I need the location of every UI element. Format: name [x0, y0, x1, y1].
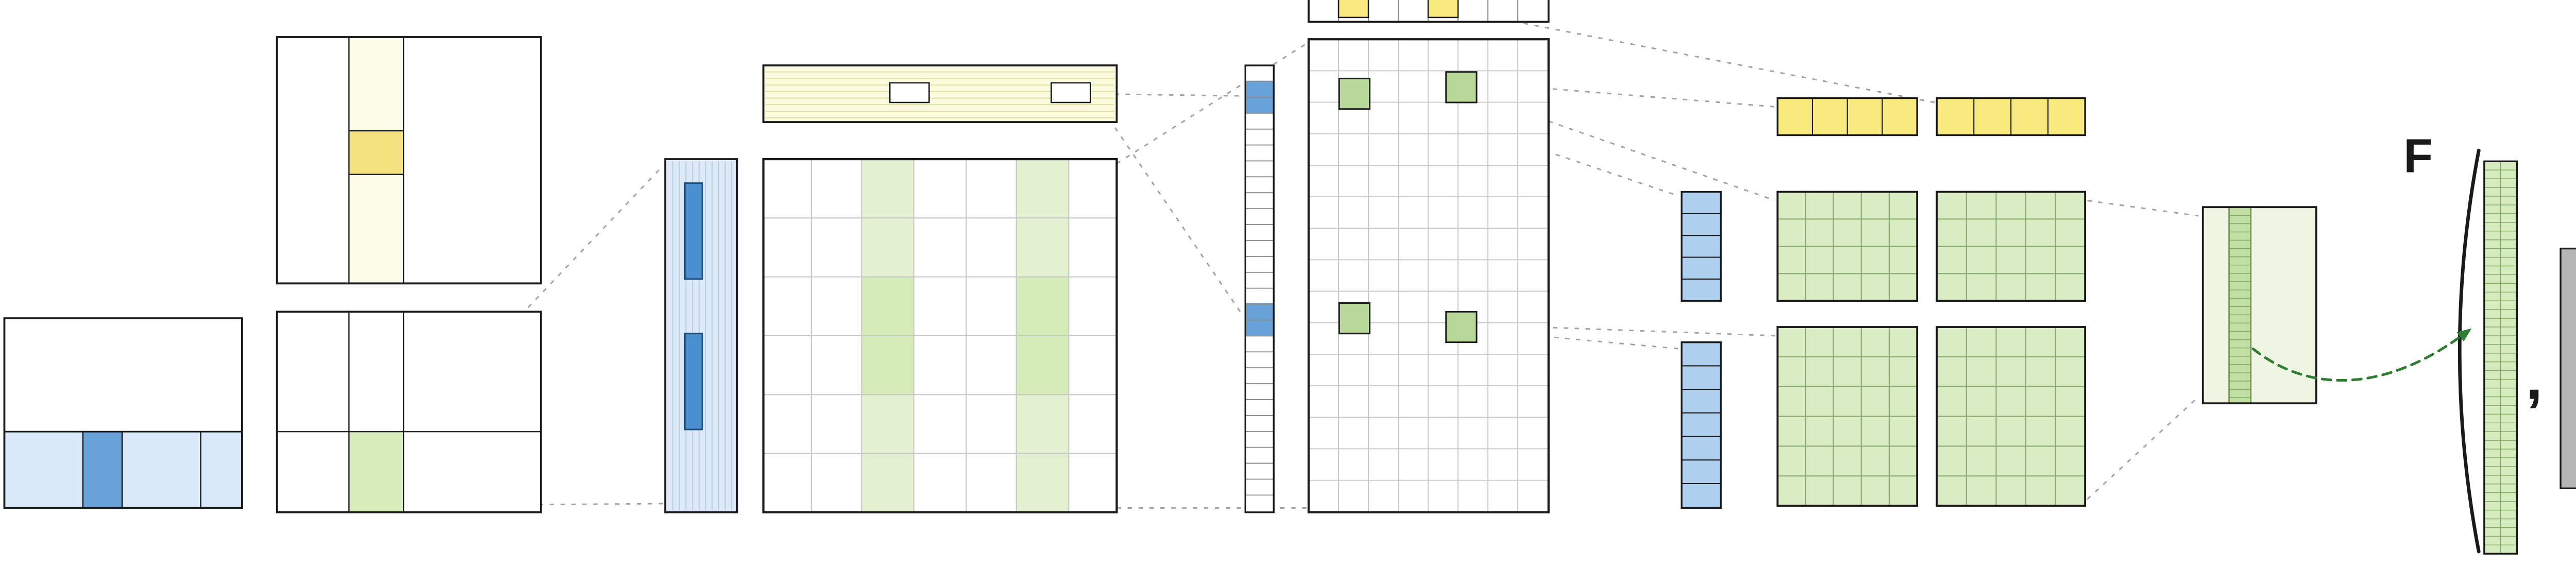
zoom-line-b1: [929, 91, 1244, 97]
block-strip-bar-bottom: [684, 333, 703, 430]
fine-matrix-border: [1307, 38, 1550, 513]
result-matrix-border: [3, 317, 243, 509]
fine-matrix-cell-4: [1445, 311, 1478, 343]
yellow-vector-1-border: [1776, 97, 1918, 136]
result-block-row: [4, 432, 242, 508]
operand-gray: [2560, 247, 2576, 490]
fine-matrix-cell-2: [1445, 71, 1478, 104]
green-grid-3-border: [1776, 326, 1919, 507]
map-arrow-green: [2251, 332, 2466, 382]
accumulator-column: [2229, 207, 2251, 404]
row-vector-b-border: [762, 64, 1118, 124]
top-row-vector-yellow-1: [1337, 0, 1369, 19]
matrix-b-bg: [277, 37, 541, 284]
fine-matrix-cell-3: [1338, 302, 1371, 335]
fine-matrix-cell-1: [1338, 77, 1371, 110]
matrix-a-bg: [277, 312, 541, 512]
column-vector-bg: [1245, 65, 1274, 512]
green-grid-4-border: [1936, 326, 2087, 507]
operand-green-border: [2483, 160, 2518, 555]
column-vector-blue-2: [1245, 303, 1274, 336]
yellow-vector-2-border: [1936, 97, 2086, 136]
zoom-line-b2: [1090, 91, 1244, 317]
sub-vector-1-bg: [1681, 192, 1721, 301]
block-matrix-border: [762, 158, 1118, 513]
green-grid-2-border: [1936, 191, 2087, 302]
row-vector-b-cell-2: [1050, 82, 1091, 104]
map-arrow-green-head: [2456, 328, 2472, 341]
sub-vector-2-border: [1681, 341, 1722, 509]
block-strip-border: [664, 158, 738, 513]
sub-vector-1-border: [1681, 191, 1722, 302]
sub-vector-2-bg: [1681, 342, 1721, 508]
matrix-a-border: [276, 311, 542, 513]
comma-1: ,: [2526, 344, 2543, 412]
accumulator-border: [2201, 206, 2317, 405]
row-vector-b-cell-1: [889, 82, 930, 104]
zoom-line-c4: [1476, 95, 1776, 201]
zoom-line-c6: [1459, 10, 1935, 104]
left-paren: [2458, 148, 2481, 554]
top-row-vector-yellow-2: [1427, 0, 1459, 19]
top-row-vector-border: [1308, 0, 1550, 23]
accumulator-bg: [2202, 207, 2316, 404]
function-label: F: [2403, 129, 2433, 182]
result-active-cell: [82, 432, 123, 508]
zoom-line-d1: [2087, 200, 2199, 217]
matrix-b-border: [276, 36, 542, 285]
green-grid-1-border: [1776, 191, 1919, 302]
matrix-b-active-cell: [349, 131, 404, 175]
zoom-line-b3: [1116, 43, 1307, 164]
block-strip-bar-top: [684, 182, 703, 280]
column-vector-border: [1244, 64, 1275, 513]
zoom-line-d2: [2087, 396, 2199, 500]
zoom-line-a1: [407, 165, 664, 435]
matrix-a-active-cell: [349, 432, 404, 512]
